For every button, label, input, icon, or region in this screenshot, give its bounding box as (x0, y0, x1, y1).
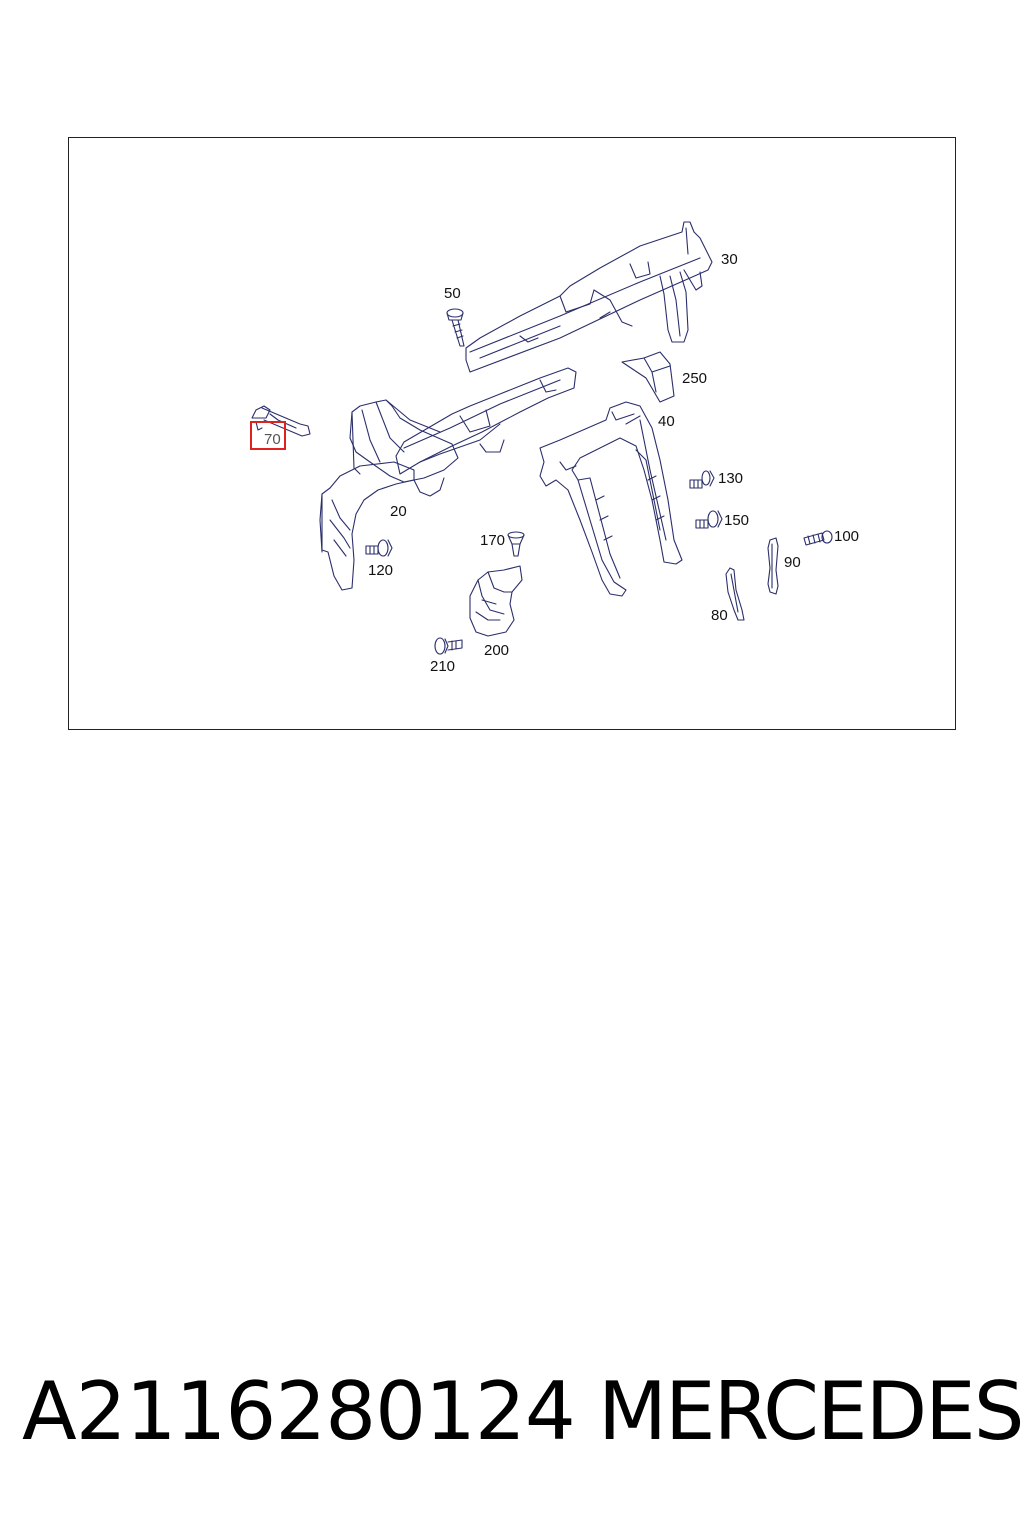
highlight-box (250, 421, 286, 450)
part-130-bolt (689, 470, 715, 489)
callout-120: 120 (368, 562, 394, 579)
callout-250: 250 (682, 370, 708, 387)
part-200-bracket (469, 565, 523, 637)
callout-50: 50 (444, 285, 461, 302)
callout-200: 200 (484, 642, 510, 659)
part-20-left-support (319, 399, 459, 591)
part-50-bolt (446, 308, 465, 347)
callout-100: 100 (834, 528, 860, 545)
part-170-screw (507, 531, 525, 557)
part-150-bolt (695, 510, 723, 529)
callout-130: 130 (718, 470, 744, 487)
callout-80: 80 (711, 607, 728, 624)
callout-20: 20 (390, 503, 407, 520)
footer-caption: A2116280124 MERCEDES (0, 1372, 1024, 1472)
callout-170: 170 (480, 532, 506, 549)
part-80-strap (725, 567, 745, 621)
part-40-right-leg (539, 401, 683, 597)
diagram-frame (68, 137, 956, 730)
callout-150: 150 (724, 512, 750, 529)
part-70-bracket (251, 405, 311, 437)
callout-90: 90 (784, 554, 801, 571)
part-210-bolt (434, 637, 463, 655)
part-100-screw (803, 530, 833, 546)
part-90-strap (767, 537, 779, 595)
part-number: A2116280124 (22, 1365, 576, 1458)
callout-70: 70 (264, 431, 281, 448)
part-30-upper-beam (465, 221, 713, 373)
parts-diagram (251, 221, 833, 655)
part-120-bolt (365, 539, 393, 557)
callout-30: 30 (721, 251, 738, 268)
brand-name: MERCEDES (598, 1365, 1024, 1458)
callout-40: 40 (658, 413, 675, 430)
part-250-bracket (621, 351, 675, 403)
main-cross-beam (395, 367, 577, 475)
callout-210: 210 (430, 658, 456, 675)
